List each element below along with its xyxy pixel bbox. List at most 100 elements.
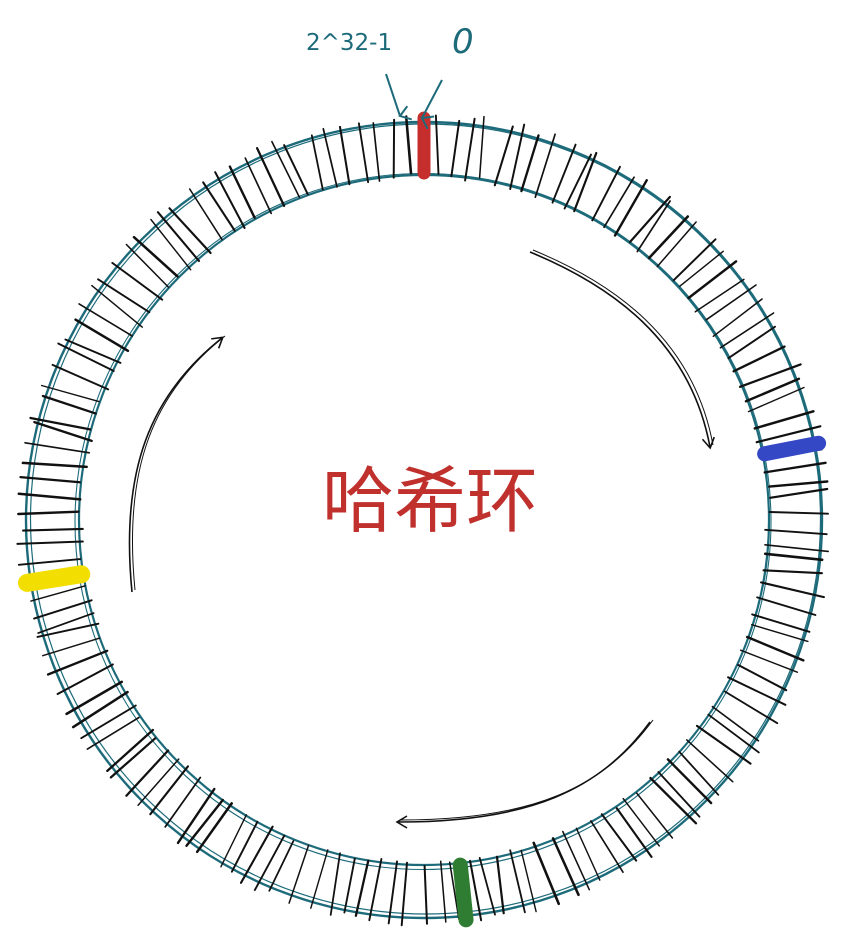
ring-tick [288, 844, 310, 904]
ring-tick [563, 153, 592, 210]
marker-right [757, 435, 827, 462]
ring-tick [534, 133, 556, 199]
ring-tick [750, 623, 809, 643]
ring-tick [727, 676, 787, 706]
ring-tick [705, 284, 757, 321]
ring-tick [636, 200, 671, 253]
ring-tick [202, 181, 236, 232]
ring-tick [17, 492, 82, 501]
ring-tick [16, 540, 84, 545]
ring-tick [678, 250, 724, 288]
ring-tick [464, 117, 476, 182]
ring-tick [57, 342, 115, 372]
ring-title: 哈希环 [321, 459, 538, 543]
ring-tick [78, 303, 134, 337]
ring-tick [329, 852, 341, 916]
ring-tick [372, 122, 381, 182]
ring-tick [493, 125, 514, 187]
ring-tick [310, 134, 324, 191]
ring-tick [40, 384, 100, 403]
zero-label-pointer [420, 79, 443, 130]
ring-tick [764, 543, 830, 553]
ring-tick [33, 599, 93, 620]
ring-tick [434, 114, 440, 175]
ring-tick [56, 663, 114, 696]
ring-tick [768, 480, 829, 488]
ring-tick [562, 830, 591, 891]
ring-tick [439, 860, 447, 923]
ring-tick [613, 179, 648, 237]
ring-tick [19, 475, 81, 484]
ring-tick [65, 680, 123, 716]
ring-tick [46, 649, 109, 676]
ring-tick [188, 188, 223, 241]
ring-tick [400, 861, 408, 927]
ring-tick [590, 820, 624, 874]
ring-tick [283, 144, 309, 196]
ring-tick [666, 758, 713, 805]
ring-tick [21, 461, 88, 469]
ring-tick [760, 581, 825, 599]
ring-tick [220, 814, 248, 868]
ring-tick [244, 157, 273, 215]
ring-tick [747, 386, 805, 413]
ring-tick [74, 318, 130, 353]
ring-tick [687, 260, 738, 300]
ring-tick [271, 140, 301, 199]
ring-tick [343, 857, 356, 914]
ring-tick [150, 218, 192, 271]
ring-tick [686, 739, 734, 783]
ring-tick [769, 487, 829, 499]
ring-tick [168, 207, 212, 255]
ring-tick [423, 864, 429, 925]
zero-label: 0 [452, 22, 474, 62]
ring-tick [29, 416, 92, 431]
ring-tick [239, 825, 274, 884]
ring-tick [763, 461, 827, 474]
ring-tick [520, 849, 537, 913]
marker-bottom [452, 857, 474, 928]
ring-tick [33, 420, 93, 443]
ring-tick [672, 238, 717, 282]
arrow-bottom-right-sketch [400, 719, 654, 821]
ring-tick [176, 787, 216, 845]
ring-tick [41, 637, 101, 657]
ring-tick [615, 807, 653, 858]
ring-tick [164, 776, 202, 828]
ring-tick [744, 377, 801, 403]
ring-tick [71, 690, 129, 729]
ring-tick [575, 827, 601, 881]
ring-tick [253, 834, 286, 892]
ring-tick [707, 713, 760, 754]
ring-ticks [16, 114, 830, 927]
ring-tick [469, 859, 483, 922]
label-pointer-arrows [385, 73, 443, 130]
ring-tick [551, 837, 580, 897]
ring-tick [149, 765, 190, 816]
ring-tick [357, 122, 370, 184]
ring-tick [739, 649, 799, 673]
ring-tick [97, 278, 151, 314]
arrow-top-right-sketch [532, 249, 714, 446]
ring-tick [106, 728, 155, 773]
ring-tick [64, 338, 122, 364]
ring-tick [635, 792, 674, 839]
ring-tick [656, 221, 697, 268]
ring-tick [125, 243, 170, 288]
ring-tick [762, 569, 823, 575]
ring-tick [450, 119, 461, 178]
ring-tick [22, 527, 84, 532]
ring-tick [755, 425, 822, 444]
ring-tick [495, 855, 505, 915]
ring-tick [647, 215, 690, 260]
arrow-top-right [529, 251, 715, 450]
ring-tick [600, 813, 638, 862]
clockwise-arrows [128, 249, 715, 829]
ring-tick [551, 143, 577, 204]
ring-tick [387, 860, 398, 925]
ring-tick [185, 798, 225, 848]
ring-tick [255, 147, 286, 208]
ring-tick [695, 724, 752, 765]
ring-tick [17, 510, 80, 516]
max-hash-label: 2^32-1 [306, 30, 393, 56]
